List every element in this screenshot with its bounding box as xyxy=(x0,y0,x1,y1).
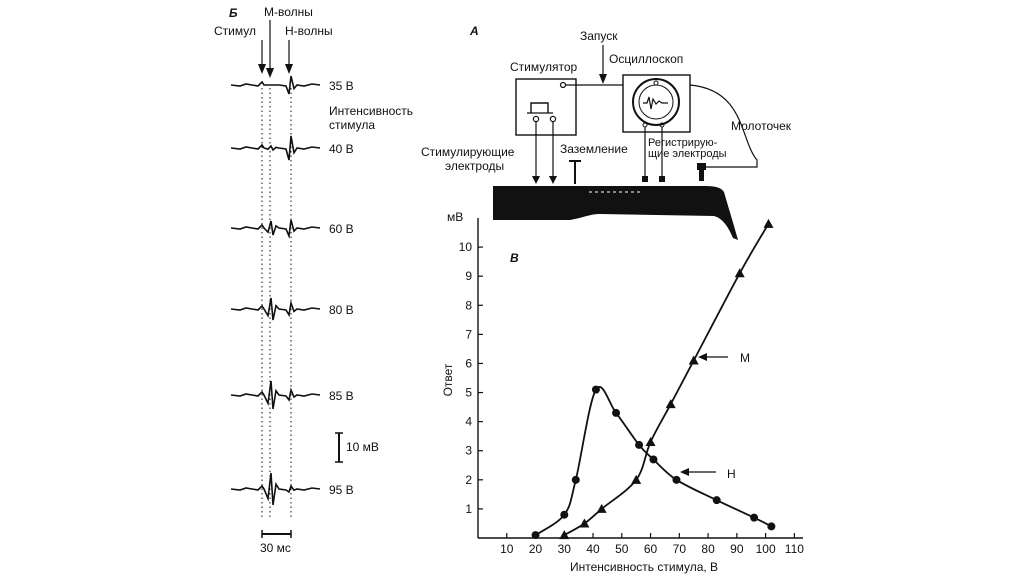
y-tick-label: 6 xyxy=(465,356,472,370)
m-data-point xyxy=(631,474,642,484)
m-data-point xyxy=(579,518,590,528)
emg-trace xyxy=(230,135,321,161)
hammer xyxy=(697,163,706,181)
y-tick-label: 2 xyxy=(465,473,472,487)
h-data-point xyxy=(712,496,721,505)
h-data-point xyxy=(767,522,776,531)
y-tick-label: 3 xyxy=(465,444,472,458)
oscilloscope-screen xyxy=(632,78,680,126)
rec-electrodes-label-2: щие электроды xyxy=(648,148,727,160)
x-tick-label: 110 xyxy=(785,542,804,556)
x-tick-label: 10 xyxy=(500,542,514,556)
m-data-point xyxy=(734,268,745,278)
x-tick-label: 30 xyxy=(558,542,572,556)
trace-voltage-label: 95 В xyxy=(329,483,354,497)
intensity-title: Интенсивность xyxy=(329,104,413,118)
m-data-point xyxy=(645,437,656,446)
m-series-callout xyxy=(698,353,728,361)
label-stimulus: Стимул xyxy=(214,24,256,38)
trace-voltage-label: 40 В xyxy=(329,142,354,156)
emg-trace xyxy=(230,219,321,240)
x-axis-title: Интенсивность стимула, В xyxy=(570,560,718,574)
limb-silhouette xyxy=(493,186,738,240)
emg-trace xyxy=(230,297,321,321)
oscilloscope-box xyxy=(622,74,691,133)
m-series-label: М xyxy=(740,351,750,365)
x-tick-label: 80 xyxy=(701,542,715,556)
m-data-point xyxy=(596,503,607,513)
oscilloscope-label: Осциллоскоп xyxy=(609,52,683,66)
stim-electrodes-label: Стимулирующие xyxy=(421,145,515,159)
ground-label: Заземление xyxy=(560,142,628,156)
m-data-point xyxy=(559,530,570,540)
panel-a-letter: А xyxy=(469,24,479,38)
panel-a: А Запуск Стимулятор Осциллоскоп Молоточе… xyxy=(421,24,792,240)
h-data-point xyxy=(571,475,580,484)
emg-trace xyxy=(230,380,321,410)
x-tick-label: 70 xyxy=(673,542,687,556)
chart-axes: 10 20 30 40 50 60 70 80 90 100 110 1 2 3 4 5 6 7 8 9 10 xyxy=(459,218,804,556)
h-data-point xyxy=(591,385,600,394)
h-data-point xyxy=(750,513,759,522)
panel-b-letter: Б xyxy=(229,6,238,20)
h-data-point xyxy=(649,455,658,464)
y-tick-label: 9 xyxy=(465,269,472,283)
emg-trace xyxy=(230,75,321,95)
h-series-label: Н xyxy=(727,467,736,481)
x-tick-label: 100 xyxy=(756,542,776,556)
h-series-callout xyxy=(680,468,716,476)
y-tick-label: 8 xyxy=(465,298,472,312)
trace-voltage-label: 35 В xyxy=(329,79,354,93)
emg-trace xyxy=(230,472,321,506)
y-tick-label: 7 xyxy=(465,327,472,341)
trace-voltage-label: 85 В xyxy=(329,389,354,403)
x-tick-label: 40 xyxy=(586,542,600,556)
series-line-m xyxy=(563,223,770,536)
m-data-point xyxy=(763,218,774,228)
stimulator-box xyxy=(515,78,577,136)
h-wave-arrow xyxy=(285,40,293,74)
panel-v: В мВ Ответ Интенсивность стимула, В 10 20… xyxy=(441,210,804,574)
time-scale-label: 30 мс xyxy=(260,541,291,555)
stimulator-label: Стимулятор xyxy=(510,60,578,74)
trace-voltage-label: 80 В xyxy=(329,303,354,317)
m-wave-arrow xyxy=(266,20,274,78)
y-tick-label: 1 xyxy=(465,502,472,516)
h-data-point xyxy=(672,475,681,484)
y-unit-label: мВ xyxy=(447,210,463,224)
y-tick-label: 10 xyxy=(459,240,473,254)
rec-electrodes-label: Регистрирую- xyxy=(648,137,718,149)
h-data-point xyxy=(560,510,569,519)
panel-b: Б М-волны Стимул Н-волны Интенсивность с… xyxy=(214,5,413,555)
x-tick-label: 60 xyxy=(644,542,658,556)
voltage-scale-label: 10 мВ xyxy=(346,440,379,454)
h-data-point xyxy=(612,408,621,417)
label-m-waves: М-волны xyxy=(264,5,313,19)
h-data-point xyxy=(531,531,540,540)
trace-voltage-label: 60 В xyxy=(329,222,354,236)
time-scale-bar xyxy=(261,530,292,538)
x-tick-label: 20 xyxy=(529,542,543,556)
h-data-point xyxy=(635,440,644,449)
stim-electrodes-label-2: электроды xyxy=(445,159,504,173)
m-data-point xyxy=(688,355,699,365)
y-tick-label: 5 xyxy=(465,386,472,400)
panel-v-letter: В xyxy=(510,251,519,265)
hammer-label: Молоточек xyxy=(731,119,792,133)
trace-group: 35 В 40 В 60 В 80 В 85 В 95 В xyxy=(230,75,354,506)
m-data-point xyxy=(665,399,676,409)
y-tick-label: 4 xyxy=(465,415,472,429)
label-h-waves: Н-волны xyxy=(285,24,333,38)
x-tick-label: 50 xyxy=(615,542,629,556)
voltage-scale-bar xyxy=(335,432,343,463)
trigger-label: Запуск xyxy=(580,29,618,43)
stimulus-arrow xyxy=(258,40,266,74)
intensity-title-2: стимула xyxy=(329,118,375,132)
chart-plot-area xyxy=(531,218,776,540)
x-tick-label: 90 xyxy=(730,542,744,556)
y-axis-title: Ответ xyxy=(441,363,455,396)
